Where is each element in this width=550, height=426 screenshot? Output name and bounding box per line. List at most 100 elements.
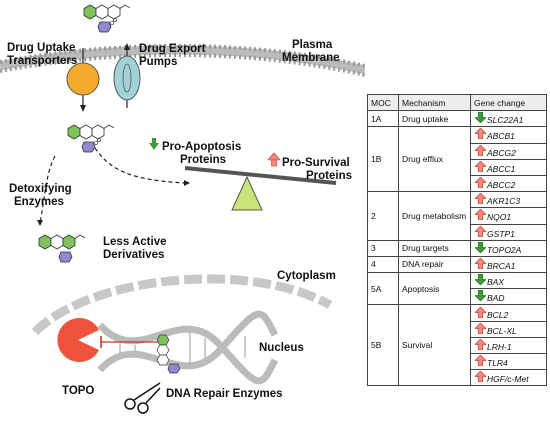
up-arrow-icon xyxy=(474,306,487,318)
down-arrow-icon xyxy=(474,273,487,286)
topo-enzyme xyxy=(57,318,99,362)
detoxifying-enzymes-label: Detoxifying Enzymes xyxy=(9,183,75,208)
gene-change-cell: AKR1C3 xyxy=(470,191,547,209)
gene-name: BAD xyxy=(487,293,505,304)
topo-label: TOPO xyxy=(62,385,94,397)
gene-change-cell: SLC22A1 xyxy=(470,110,547,128)
export-pump xyxy=(113,43,141,108)
up-arrow-icon xyxy=(474,354,487,367)
moc-cell: 3 xyxy=(367,239,399,257)
drug-molecule-extracellular xyxy=(83,4,131,33)
up-arrow-icon xyxy=(474,322,487,335)
up-arrow-icon xyxy=(474,160,487,173)
drug-molecule-intracellular xyxy=(67,124,115,153)
up-arrow-icon xyxy=(474,225,487,237)
up-arrow-icon xyxy=(474,208,487,221)
gene-name: BCL2 xyxy=(487,309,509,320)
moc-cell: 1B xyxy=(367,126,399,193)
gene-change-cell: ABCB1 xyxy=(470,126,547,144)
table-row: LRH-1 xyxy=(368,336,547,355)
gene-change-cell: BAD xyxy=(470,288,547,306)
drug-export-label: Drug Export Pumps xyxy=(139,43,209,68)
mechanism-cell: Survival xyxy=(398,304,471,387)
mechanism-cell: Apoptosis xyxy=(398,272,471,306)
arrow-to-seesaw xyxy=(94,147,186,184)
gene-name: TLR4 xyxy=(487,358,508,369)
gene-name: GSTP1 xyxy=(487,228,515,239)
gene-change-cell: BAX xyxy=(470,272,547,290)
mechanism-cell: Drug targets xyxy=(398,239,471,257)
down-arrow-icon xyxy=(149,138,159,150)
dna-repair-enzymes-label: DNA Repair Enzymes xyxy=(166,388,283,400)
mechanism-diagram: Drug Uptake Transporters Drug Export Pum… xyxy=(0,4,365,414)
up-arrow-icon xyxy=(474,176,487,189)
down-arrow-icon xyxy=(474,290,487,302)
gene-name: ABCG2 xyxy=(487,147,516,158)
moc-cell: 1A xyxy=(367,110,399,128)
nucleus-label: Nucleus xyxy=(259,342,304,354)
header-gene-change: Gene change xyxy=(470,93,547,112)
gene-change-cell: HGF/c-Met xyxy=(470,369,547,387)
moc-cell: 5A xyxy=(367,272,399,306)
cytoplasm-label: Cytoplasm xyxy=(277,270,336,282)
seesaw xyxy=(184,166,337,211)
gene-name: BCL-XL xyxy=(487,325,517,336)
gene-change-cell: LRH-1 xyxy=(470,336,547,355)
uptake-transporter xyxy=(66,48,100,112)
less-active-derivative-molecule xyxy=(38,234,86,263)
nuclear-envelope xyxy=(31,274,333,336)
less-active-derivatives-label: Less Active Derivatives xyxy=(103,236,170,261)
up-arrow-icon xyxy=(474,144,487,156)
up-arrow-icon xyxy=(474,192,487,205)
table-row: ABCC1 xyxy=(368,158,547,176)
gene-name: ABCC1 xyxy=(487,163,516,174)
gene-change-cell: ABCG2 xyxy=(470,142,547,160)
up-arrow-icon xyxy=(474,257,487,270)
table-row: BCL-XL xyxy=(368,320,547,338)
mechanism-cell: Drug uptake xyxy=(398,110,471,128)
moc-cell: 5B xyxy=(367,304,399,387)
moc-cell: 4 xyxy=(367,255,399,274)
gene-change-cell: TLR4 xyxy=(470,352,547,371)
gene-change-cell: ABCC1 xyxy=(470,158,547,176)
gene-name: ABCC2 xyxy=(487,180,516,191)
plasma-membrane-bilayer xyxy=(0,44,365,77)
scissors-icon xyxy=(124,382,161,414)
gene-change-cell: BCL2 xyxy=(470,304,547,322)
gene-name: NQO1 xyxy=(487,212,512,223)
up-arrow-icon xyxy=(474,128,487,140)
gene-change-cell: BRCA1 xyxy=(470,255,547,274)
gene-name: AKR1C3 xyxy=(487,196,521,207)
up-arrow-icon xyxy=(267,152,281,167)
mechanism-cell: Drug metabolism xyxy=(398,191,471,241)
gene-change-cell: ABCC2 xyxy=(470,174,547,193)
moc-cell: 2 xyxy=(367,191,399,241)
header-moc: MOC xyxy=(367,93,399,112)
table-header-row: MOC Mechanism Gene change xyxy=(367,93,547,112)
gene-name: SLC22A1 xyxy=(487,115,524,126)
gene-name: ABCB1 xyxy=(487,131,515,142)
gene-name: BAX xyxy=(487,277,505,288)
up-arrow-icon xyxy=(474,338,487,351)
gene-name: LRH-1 xyxy=(487,341,512,352)
gene-name: BRCA1 xyxy=(487,260,516,271)
down-arrow-icon xyxy=(474,111,487,124)
gene-change-cell: TOPO2A xyxy=(470,239,547,257)
pro-survival-label: Pro-Survival Proteins xyxy=(282,157,353,182)
dna-helix xyxy=(97,310,279,385)
gene-name: TOPO2A xyxy=(487,244,522,255)
down-arrow-icon xyxy=(474,241,487,254)
gene-name: HGF/c-Met xyxy=(487,374,529,385)
header-mechanism: Mechanism xyxy=(398,93,471,112)
mechanism-cell: Drug efflux xyxy=(398,126,471,193)
drug-uptake-label: Drug Uptake Transporters xyxy=(7,42,79,67)
pro-apoptosis-label: Pro-Apoptosis Proteins xyxy=(162,141,244,166)
